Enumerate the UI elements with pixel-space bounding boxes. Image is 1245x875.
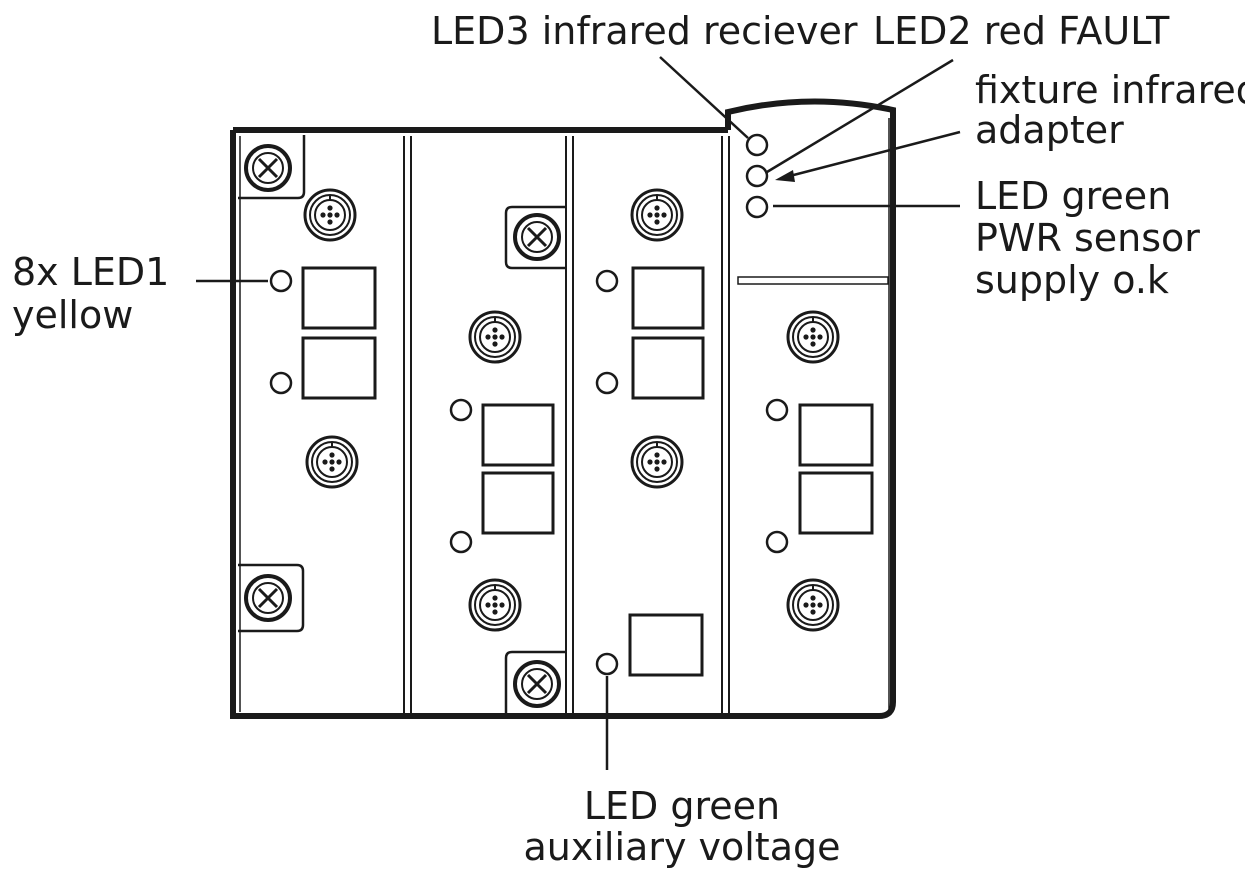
label-led3: LED3 infrared reciever xyxy=(431,9,858,53)
m12-connector-icon xyxy=(786,310,840,364)
label-window-icon xyxy=(628,613,704,677)
screw-bottom-middle xyxy=(504,650,567,713)
callout-led3 xyxy=(659,56,749,139)
led-indicator-icon xyxy=(595,371,619,395)
label-pwr-2: PWR sensor xyxy=(975,216,1200,260)
module-housing xyxy=(230,98,896,719)
m12-connector-icon xyxy=(630,435,684,489)
label-led2: LED2 red FAULT xyxy=(873,9,1170,53)
label-window-icon xyxy=(631,336,705,400)
label-window-icon xyxy=(481,403,555,467)
label-window-icon xyxy=(301,336,377,400)
module-separators xyxy=(403,136,889,714)
label-windows xyxy=(301,266,874,677)
callout-lines xyxy=(196,56,961,770)
led3-infrared-receiver xyxy=(745,133,769,157)
led-indicator-icon xyxy=(269,269,293,293)
m12-connector-icon xyxy=(303,188,357,242)
led-indicator-icon xyxy=(765,398,789,422)
label-window-icon xyxy=(481,471,555,535)
label-aux-1: LED green xyxy=(584,784,780,828)
m12-connector-icon xyxy=(468,578,522,632)
screw-icon xyxy=(513,660,561,708)
status-leds xyxy=(595,133,769,676)
callout-labels: LED3 infrared reciever LED2 red FAULT fi… xyxy=(12,9,1245,869)
label-fixture-1: fixture infrared xyxy=(975,68,1245,112)
led-indicator-icon xyxy=(269,371,293,395)
screw-bottom-left xyxy=(238,563,305,633)
led-indicator-icon xyxy=(449,398,473,422)
label-window-icon xyxy=(631,266,705,330)
m12-connectors xyxy=(303,188,840,632)
label-led1-1: 8x LED1 xyxy=(12,250,169,294)
m12-connector-icon xyxy=(468,310,522,364)
led-pwr xyxy=(745,195,769,219)
led1-yellow-leds xyxy=(269,269,789,554)
m12-connector-icon xyxy=(630,188,684,242)
screw-icon xyxy=(244,144,292,192)
screw-icon xyxy=(513,213,561,261)
led-auxiliary-voltage xyxy=(595,652,619,676)
m12-connector-icon xyxy=(305,435,359,489)
label-window-icon xyxy=(798,471,874,535)
led-indicator-icon xyxy=(765,530,789,554)
callout-led2 xyxy=(766,58,954,174)
label-window-icon xyxy=(798,403,874,467)
led-indicator-icon xyxy=(449,530,473,554)
led2-fault xyxy=(745,164,769,188)
label-fixture-2: adapter xyxy=(975,108,1124,152)
label-aux-2: auxiliary voltage xyxy=(524,825,841,869)
screw-icon xyxy=(244,574,292,622)
m12-connector-icon xyxy=(786,578,840,632)
arrow-head xyxy=(775,170,795,182)
label-pwr-3: supply o.k xyxy=(975,258,1169,302)
screw-top-left xyxy=(238,135,306,200)
callout-fixture xyxy=(781,130,961,180)
label-led1-2: yellow xyxy=(12,293,133,337)
label-window-icon xyxy=(301,266,377,330)
screw-middle xyxy=(504,205,567,270)
led-indicator-icon xyxy=(595,269,619,293)
label-pwr-1: LED green xyxy=(975,174,1171,218)
